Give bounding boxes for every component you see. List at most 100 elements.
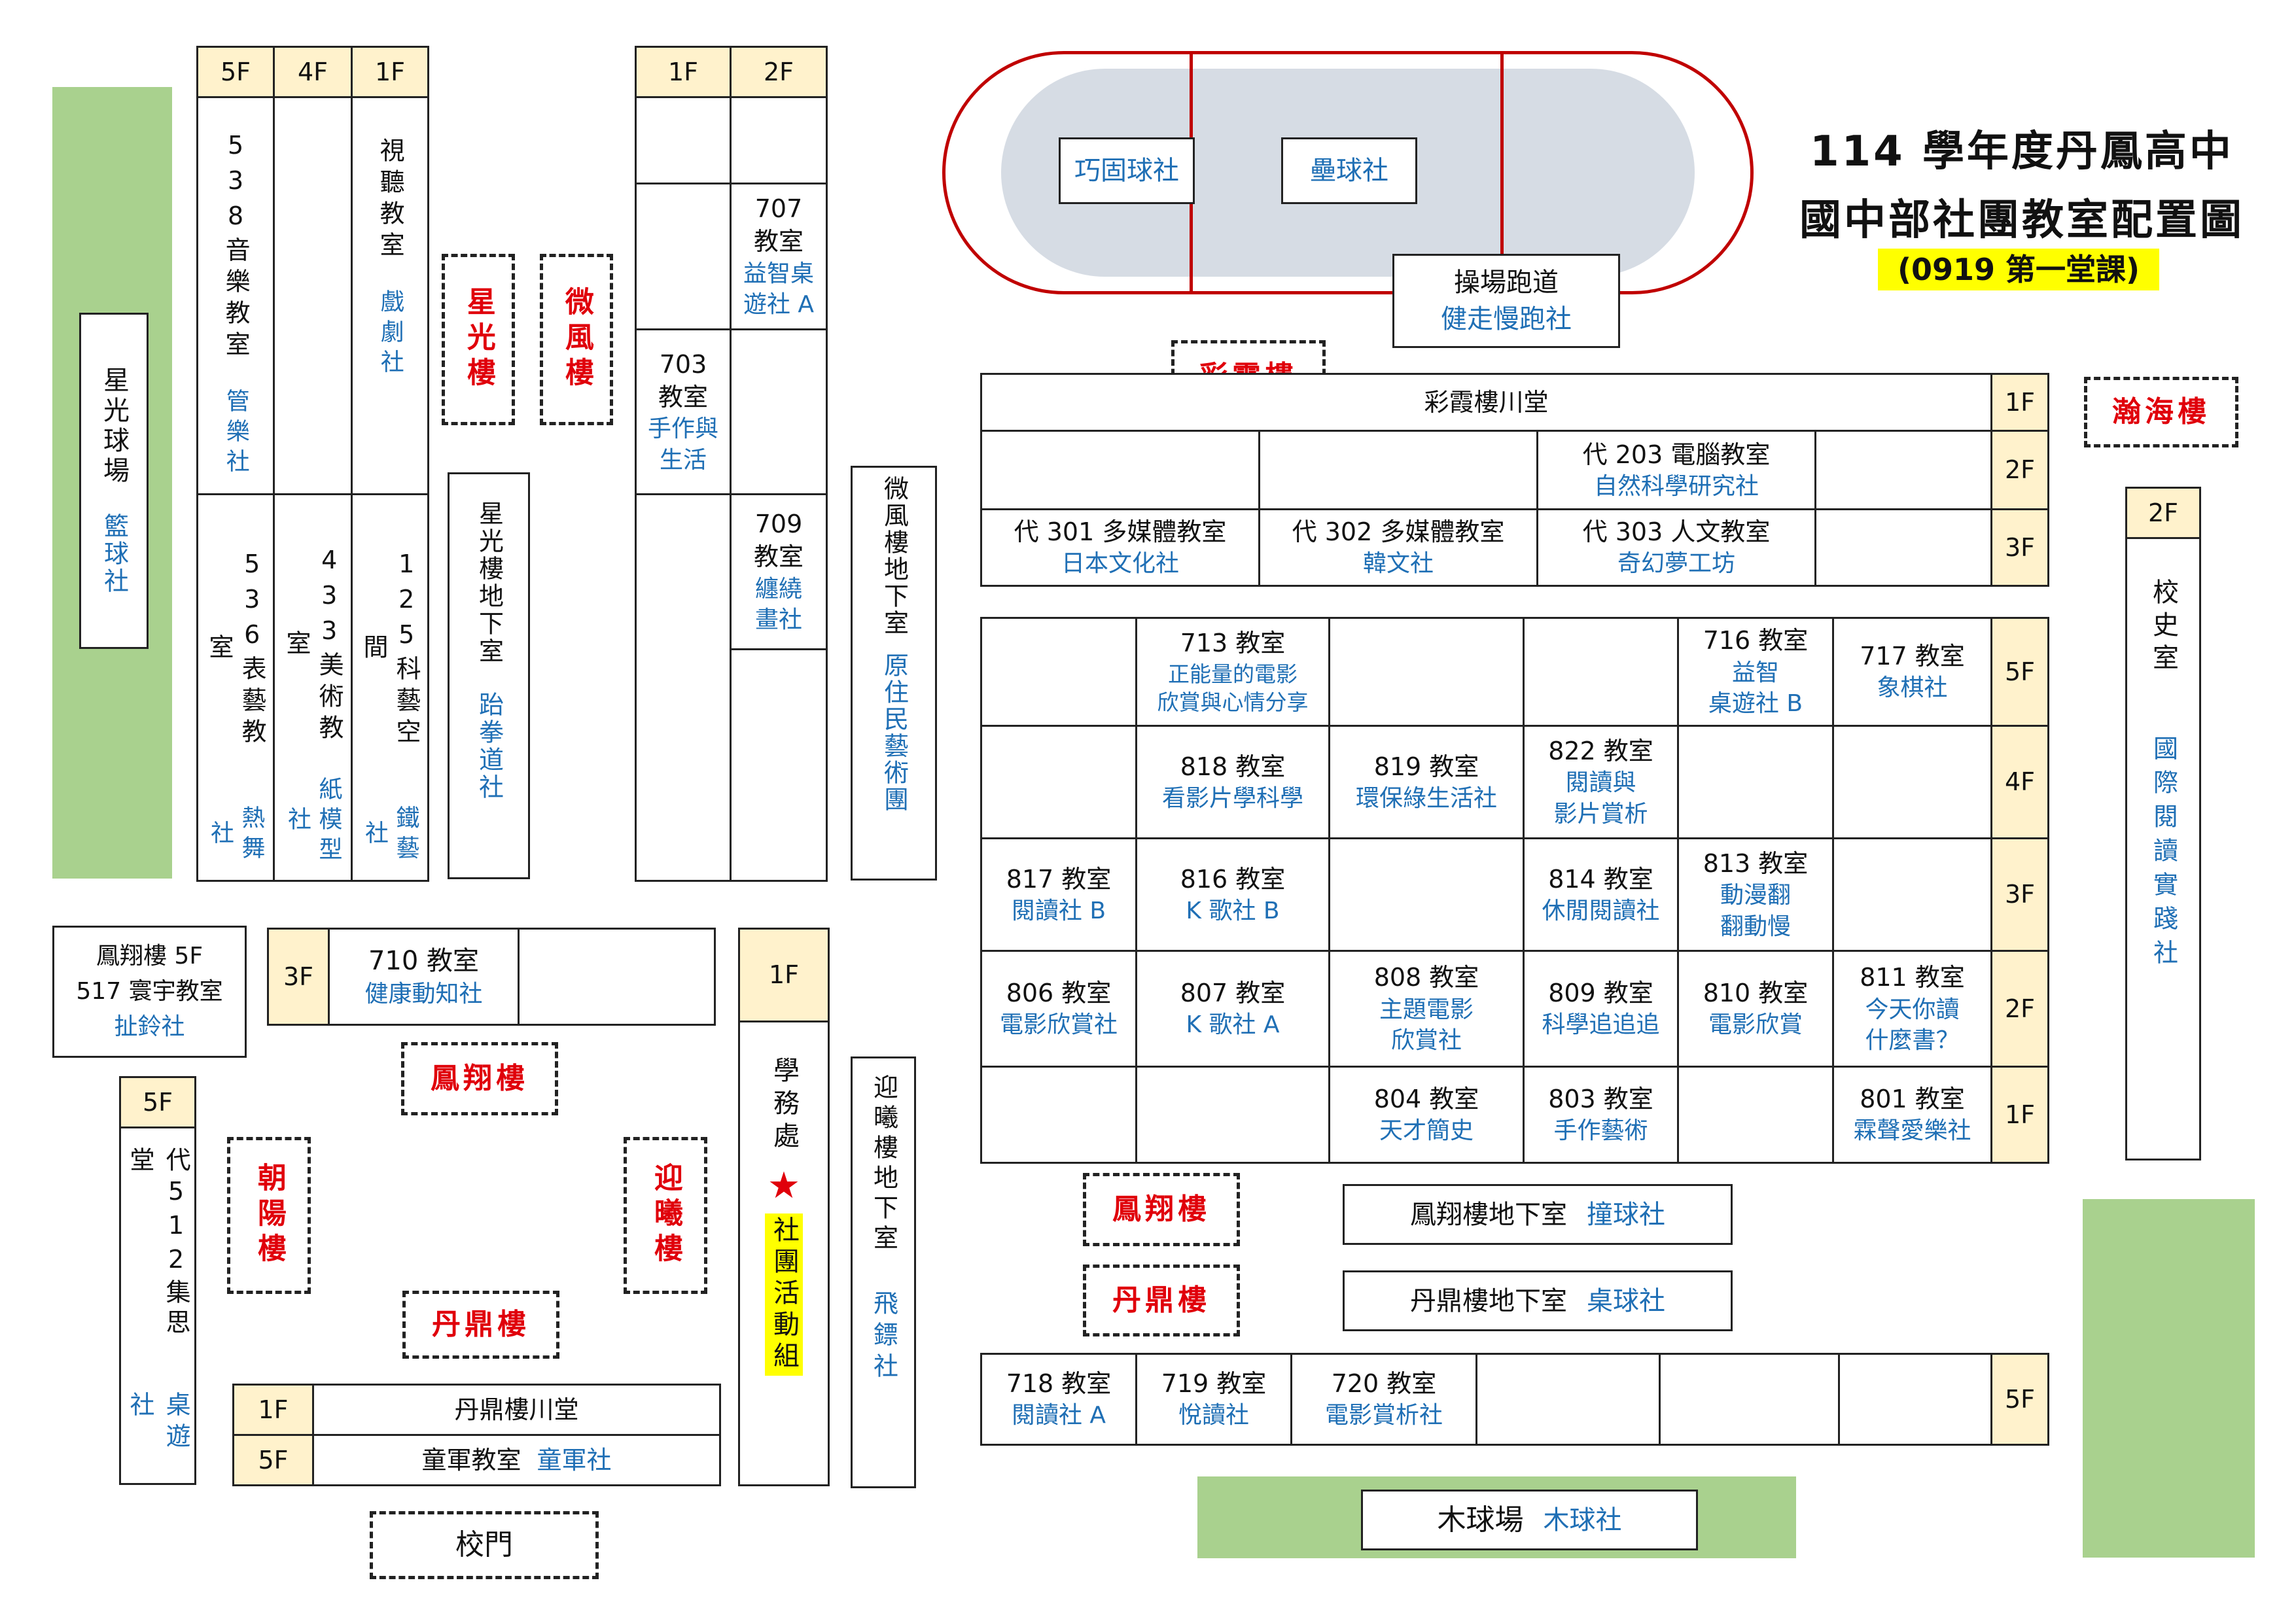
room-track: 操場跑道 健走慢跑社 <box>1392 254 1620 348</box>
caixia-floor-3f: 3F <box>1990 508 2049 587</box>
club-field-left: 巧固球社 <box>1074 156 1179 186</box>
room-d301: 代 301 多媒體教室 日本文化社 <box>980 508 1260 587</box>
room-field-center: 壘球社 <box>1281 137 1417 204</box>
room-av: 視聽教室 戲劇社 <box>351 96 429 495</box>
wf-cell-f <box>730 648 828 882</box>
caixia-floor-2f: 2F <box>1990 430 2049 510</box>
main-floor-5f: 5F <box>1990 617 2049 727</box>
club-av: 戲劇社 <box>376 289 404 379</box>
main-floor-3f: 3F <box>1990 837 2049 952</box>
dd-floor-1f: 1F <box>232 1384 314 1436</box>
main-3f-6 <box>1832 837 1992 952</box>
club-125: 鐵藝社 <box>361 805 419 865</box>
room-817: 817 教室 閱讀社 B <box>980 837 1137 952</box>
fx-floor-3f: 3F <box>267 928 330 1026</box>
main-5f-3 <box>1328 617 1525 727</box>
tag-danding-left: 丹鼎樓 <box>402 1291 559 1359</box>
main-floor-4f: 4F <box>1990 725 2049 839</box>
main-5f-4 <box>1523 617 1679 727</box>
room-816: 816 教室 K 歌社 B <box>1135 837 1330 952</box>
room-806: 806 教室 電影欣賞社 <box>980 950 1137 1068</box>
room-810: 810 教室 電影欣賞 <box>1677 950 1834 1068</box>
room-807: 807 教室 K 歌社 A <box>1135 950 1330 1068</box>
main-4f-5 <box>1677 725 1834 839</box>
dd-hall: 丹鼎樓川堂 <box>312 1384 721 1436</box>
tag-yingxi: 迎曦樓 <box>624 1137 707 1294</box>
tag-hanhai: 瀚海樓 <box>2084 377 2238 447</box>
court-name: 星光球場 <box>99 366 129 487</box>
room-709: 709 教室 纏繞 畫社 <box>730 493 828 650</box>
room-813: 813 教室 動漫翻 翻動慢 <box>1677 837 1834 952</box>
room-719: 719 教室 悅讀社 <box>1135 1353 1292 1446</box>
tag-fengxiang-left: 鳳翔樓 <box>401 1042 558 1115</box>
room-819: 819 教室 環保綠生活社 <box>1328 725 1525 839</box>
tag-weifeng-top: 微風樓 <box>540 254 613 425</box>
club-field-center: 壘球社 <box>1310 156 1388 186</box>
caixia-3f-d <box>1814 508 1992 587</box>
club-538: 管樂社 <box>222 389 249 479</box>
room-history: 校史室 國際閱讀實踐社 <box>2125 537 2201 1161</box>
room-811: 811 教室 今天你讀 什麼書？ <box>1832 950 1992 1068</box>
room-scout: 童軍教室 童軍社 <box>312 1434 721 1486</box>
room-822: 822 教室 閱讀與 影片賞析 <box>1523 725 1679 839</box>
room-fx517: 鳳翔樓 5F 517 寰宇教室 扯鈴社 <box>52 926 247 1058</box>
room-720: 720 教室 電影賞析社 <box>1290 1353 1477 1446</box>
room-125: 125科藝空間 鐵藝社 <box>351 493 429 882</box>
bottom-floor-5f: 5F <box>1990 1353 2049 1446</box>
caixia-hall: 彩霞樓川堂 <box>980 373 1992 432</box>
history-floor: 2F <box>2125 487 2201 539</box>
title-line-2: 國中部社團教室配置圖 <box>1799 196 2244 245</box>
tag-fengxiang-right: 鳳翔樓 <box>1083 1173 1240 1246</box>
room-d302: 代 302 多媒體教室 韓文社 <box>1258 508 1538 587</box>
main-floor-2f: 2F <box>1990 950 2049 1068</box>
room-538-name: 538音樂教室 <box>221 131 251 362</box>
room-d203: 代 203 電腦教室 自然科學研究社 <box>1536 430 1816 510</box>
room-538: 538音樂教室 管樂社 <box>196 96 275 495</box>
woodball-label: 木球場 木球社 <box>1361 1490 1698 1550</box>
room-808: 808 教室 主題電影 欣賞社 <box>1328 950 1525 1068</box>
wf-cell-e <box>635 493 732 882</box>
wf-floor-1f: 1F <box>635 46 732 98</box>
dd-basement: 丹鼎樓地下室 桌球社 <box>1343 1270 1733 1331</box>
fx-3f-empty <box>518 928 716 1026</box>
xg-floor-4f: 4F <box>273 46 353 98</box>
tag-danding-right: 丹鼎樓 <box>1083 1265 1240 1336</box>
xuewu-floor: 1F <box>738 928 830 1022</box>
main-1f-5 <box>1677 1066 1834 1164</box>
wf-basement: 微風樓地下室 原住民藝術團 <box>851 466 937 881</box>
xg-floor-1f: 1F <box>351 46 429 98</box>
room-804: 804 教室 天才簡史 <box>1328 1066 1525 1164</box>
star-icon: ★ <box>767 1164 801 1207</box>
room-433: 433美術教室 紙模型社 <box>273 493 353 882</box>
tag-chaoyang: 朝陽樓 <box>227 1137 311 1294</box>
room-536-name: 536表藝教室 <box>205 549 267 750</box>
dd-floor-5f: 5F <box>232 1434 314 1486</box>
bottom-cell-6 <box>1838 1353 1992 1446</box>
club-activity-group: 社團活動組 <box>765 1213 803 1376</box>
school-gate: 校門 <box>370 1511 599 1579</box>
main-4f-6 <box>1832 725 1992 839</box>
bottom-cell-5 <box>1659 1353 1840 1446</box>
room-703: 703 教室 手作與 生活 <box>635 328 732 495</box>
main-floor-1f: 1F <box>1990 1066 2049 1164</box>
wf-cell-d <box>730 328 828 495</box>
wf-floor-2f: 2F <box>730 46 828 98</box>
room-803: 803 教室 手作藝術 <box>1523 1066 1679 1164</box>
main-4f-1 <box>980 725 1137 839</box>
fx-basement: 鳳翔樓地下室 撞球社 <box>1343 1184 1733 1245</box>
room-716: 716 教室 益智 桌遊社 B <box>1677 617 1834 727</box>
caixia-2f-a <box>980 430 1260 510</box>
room-814: 814 教室 休閒閱讀社 <box>1523 837 1679 952</box>
title-line-3: (0919 第一堂課) <box>1878 249 2159 290</box>
main-1f-2 <box>1135 1066 1330 1164</box>
r512-floor: 5F <box>119 1076 196 1128</box>
room-818: 818 教室 看影片學科學 <box>1135 725 1330 839</box>
wf-cell-a <box>635 96 732 184</box>
tag-xingguang: 星光樓 <box>442 254 515 425</box>
room-d303: 代 303 人文教室 奇幻夢工坊 <box>1536 508 1816 587</box>
title-line-1: 114 學年度丹鳳高中 <box>1810 128 2234 176</box>
xg-floor-5f: 5F <box>196 46 275 98</box>
xingguang-court-label: 星光球場 籃球社 <box>79 313 149 649</box>
room-707: 707 教室 益智桌 遊社 A <box>730 183 828 330</box>
room-717: 717 教室 象棋社 <box>1832 617 1992 727</box>
